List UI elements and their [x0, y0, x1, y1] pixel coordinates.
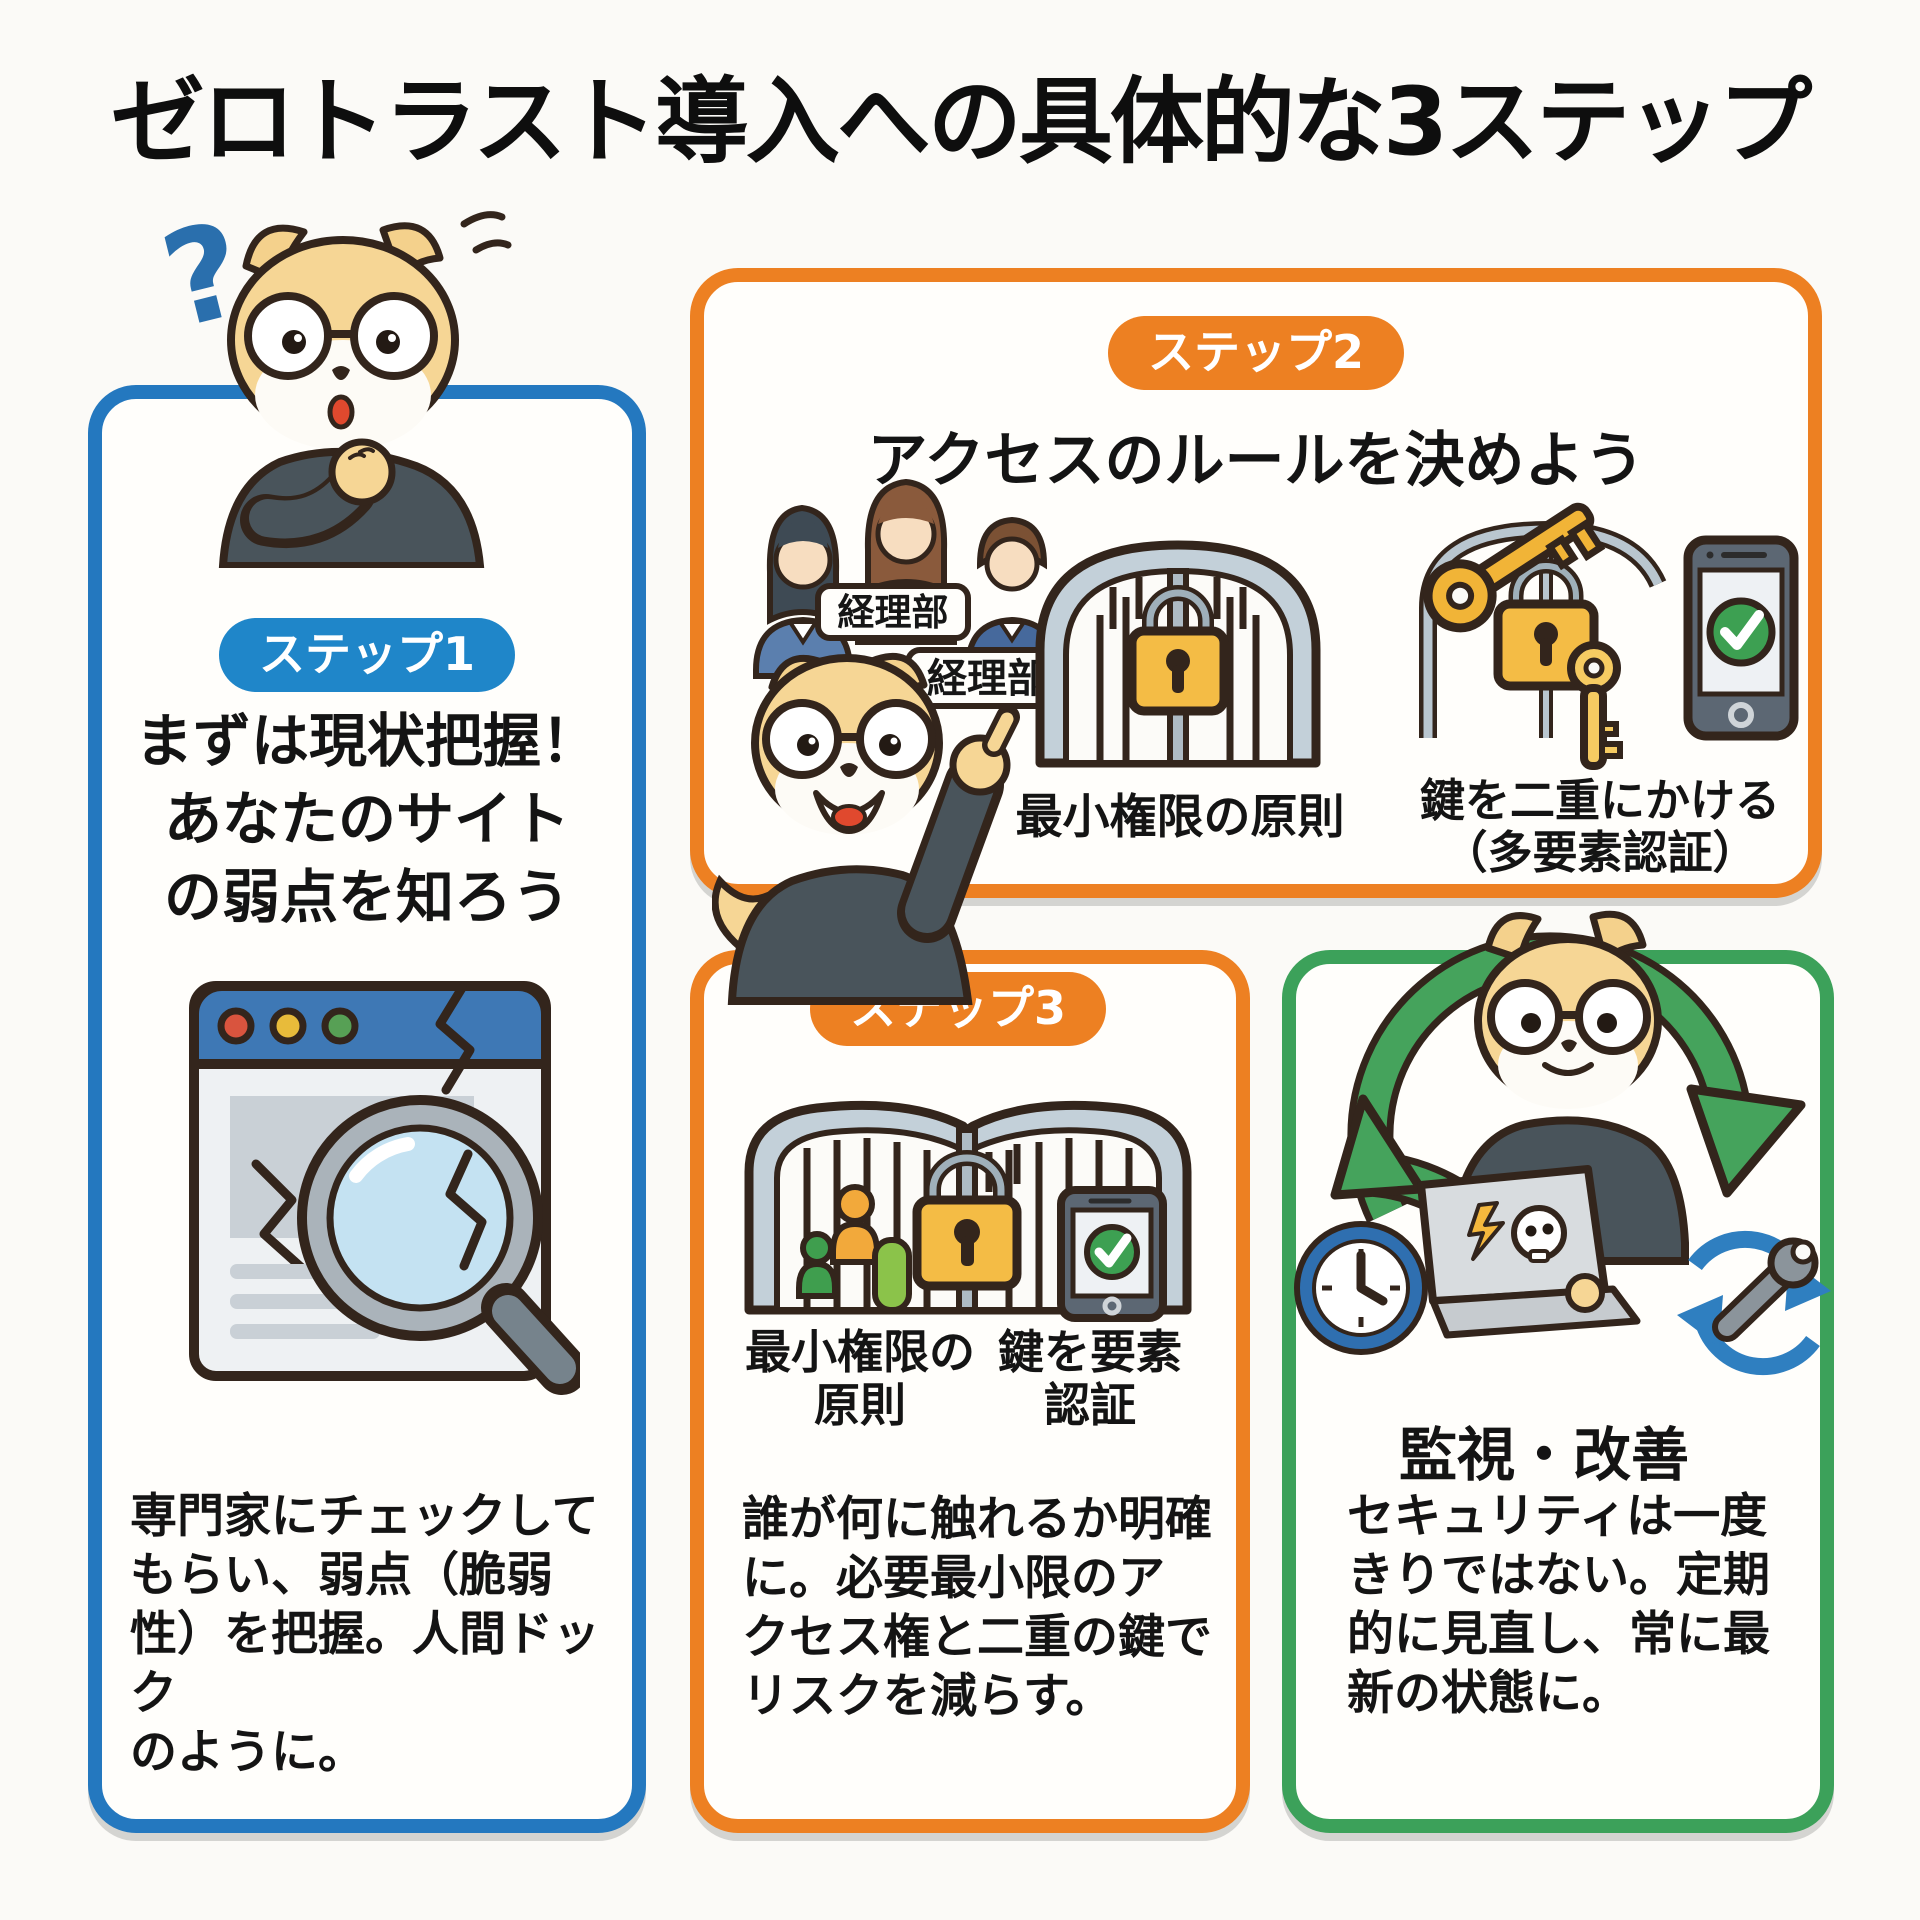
phone-check-icon [1683, 535, 1799, 741]
broken-site-magnifier-icon [189, 981, 580, 1395]
step1-heading-line2: あなたのサイト [163, 785, 570, 853]
step3-description: 誰が何に触れるか明確 に。必要最小限のア クセス権と二重の鍵で リスクを減らす。 [742, 1492, 1212, 1724]
step2-heading: アクセスのルールを決めよう [867, 426, 1645, 496]
employees-group-icon: 経理部 経理部 [753, 478, 1069, 709]
step1-desc-line3: 性）を把握。人間ドック [130, 1607, 600, 1721]
step1-heading-line1: まずは現状把握！ [134, 707, 599, 775]
user-icon [872, 1237, 912, 1313]
least-privilege-label: 最小権限の原則 [1015, 790, 1345, 845]
step1-description: 専門家にチェックして もらい、弱点（脆弱 性）を把握。人間ドック のように。 [130, 1487, 630, 1782]
mfa-keys-phone-icon [1419, 502, 1799, 770]
step1-badge: ステップ1 [218, 618, 516, 692]
shiba-pointing-mascot [712, 653, 1020, 1005]
step1-desc-line4: のように。 [130, 1725, 365, 1780]
step3-least-privilege-label: 最小権限の 原則 [745, 1325, 975, 1432]
user-icon [835, 1184, 875, 1224]
paw-icon [328, 438, 396, 506]
key-icon [1567, 641, 1623, 770]
skull-icon [1511, 1205, 1567, 1263]
key-icon [1423, 502, 1606, 633]
phone-check-icon [1057, 1186, 1167, 1322]
page-title: ゼロトラスト導入への具体的な3ステップ [110, 68, 1813, 177]
user-icon [800, 1231, 834, 1265]
shiba-thinking-mascot: ? [149, 192, 512, 568]
lightning-icon [1467, 1201, 1505, 1261]
sync-wrench-icon [1677, 1230, 1831, 1376]
gate-users-phone-icon [744, 1100, 1192, 1322]
step3-mfa-label: 鍵を要素 認証 [998, 1325, 1182, 1432]
paw-icon [1565, 1273, 1605, 1313]
monitor-improve-label: 監視・改善 [1398, 1421, 1689, 1489]
motion-lines-icon [460, 211, 506, 228]
step1-heading-line3: の弱点を知ろう [163, 863, 570, 931]
dept-tag-label: 経理部 [838, 591, 949, 634]
mfa-label-line1: 鍵を二重にかける [1419, 774, 1780, 827]
mfa-label: 鍵を二重にかける （多要素認証） [1390, 775, 1810, 879]
dept-tag [815, 583, 971, 641]
step1-desc-line1: 専門家にチェックして [130, 1489, 599, 1544]
step4-description: セキュリティは一度 きりではない。定期 的に見直し、常に最 新の状態に。 [1347, 1489, 1770, 1721]
shiba-laptop-mascot [1417, 910, 1689, 1339]
mfa-label-line2: （多要素認証） [1442, 826, 1758, 879]
step1-desc-line2: もらい、弱点（脆弱 [130, 1548, 553, 1603]
dept-tag-label: 経理部 [927, 656, 1047, 702]
monitoring-cycle-illustration [1294, 910, 1831, 1376]
step1-heading: まずは現状把握！ あなたのサイト の弱点を知ろう [88, 702, 646, 936]
step2-badge: ステップ2 [1107, 316, 1405, 390]
clock-icon [1294, 1221, 1428, 1355]
gate-lock-icon [1035, 540, 1321, 768]
